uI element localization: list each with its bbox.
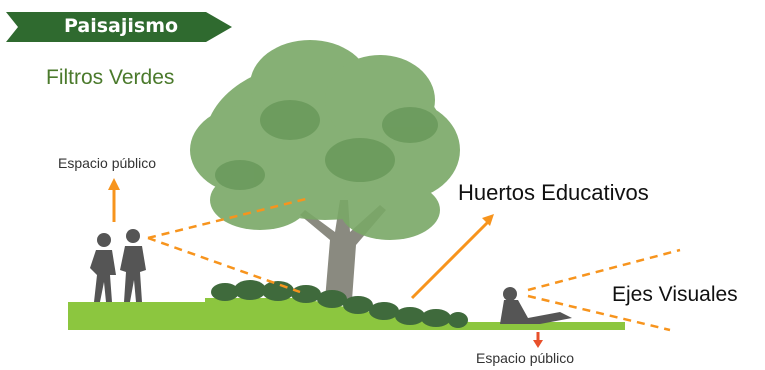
standing-people-icon — [90, 229, 146, 302]
view-lines — [147, 196, 681, 332]
tree-icon — [190, 40, 460, 300]
arrow-diagonal-icon — [410, 214, 494, 300]
subtitle-filtros-verdes: Filtros Verdes — [46, 66, 175, 89]
arrow-down-icon — [533, 332, 543, 348]
arrow-up-icon — [108, 178, 120, 222]
hedge-shrubs — [211, 280, 468, 328]
title-banner: Paisajismo — [6, 12, 232, 42]
label-visual-axes: Ejes Visuales — [612, 283, 738, 306]
label-public-space-top: Espacio público — [58, 155, 157, 171]
label-educational-gardens: Huertos Educativos — [458, 180, 649, 205]
label-public-space-bottom: Espacio público — [476, 350, 575, 366]
reclining-person-icon — [500, 287, 572, 324]
page-title: Paisajismo — [64, 15, 179, 37]
